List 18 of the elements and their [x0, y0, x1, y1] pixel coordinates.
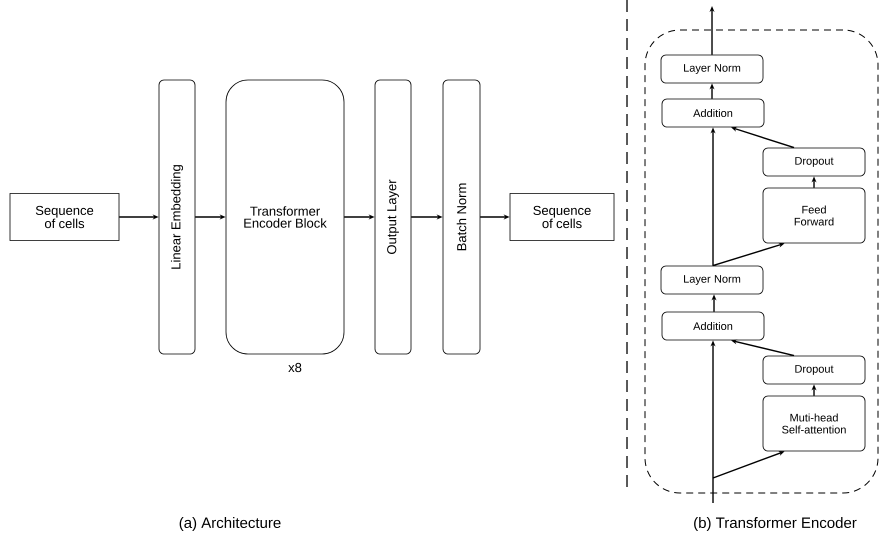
process-box: Dropout	[762, 148, 866, 176]
process-box: Addition	[662, 312, 764, 340]
process-box: Muti-head Self-attention	[762, 396, 866, 452]
process-box: Addition	[662, 98, 764, 128]
repeat-label: x8	[288, 362, 302, 372]
data-box: Sequence of cells	[510, 193, 614, 241]
layer-box: Output Layer	[374, 80, 412, 354]
caption: (a) Architecture	[180, 517, 281, 531]
caption: (b) Transformer Encoder	[694, 517, 857, 531]
process-box: Layer Norm	[660, 54, 764, 84]
layer-box: Linear Embedding	[158, 80, 196, 354]
process-box: Layer Norm	[660, 266, 764, 294]
process-box: Feed Forward	[762, 188, 866, 244]
layer-box: Transformer Encoder Block	[226, 80, 344, 354]
encoder-container	[644, 30, 878, 494]
data-box: Sequence of cells	[10, 193, 120, 241]
process-box: Dropout	[762, 356, 866, 384]
layer-box: Batch Norm	[442, 80, 480, 354]
